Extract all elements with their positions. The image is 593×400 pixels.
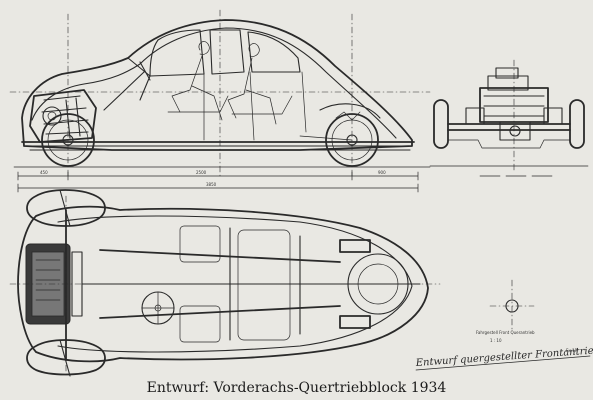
side-window-middle bbox=[209, 29, 245, 75]
front-wheels-plan bbox=[26, 189, 106, 377]
stamp-line-1: Fahrgestell Front Querantrieb bbox=[476, 330, 535, 335]
front-cross-member bbox=[447, 139, 571, 149]
side-window-rear bbox=[247, 31, 301, 73]
body-inner-line bbox=[31, 27, 397, 139]
driver-figure bbox=[171, 41, 223, 121]
steering-wheel-plan bbox=[141, 291, 175, 325]
body-side-outline bbox=[21, 19, 413, 151]
front-seat-right bbox=[179, 305, 221, 343]
front-seat-left bbox=[179, 225, 221, 263]
plan-view bbox=[9, 189, 441, 377]
rear-suspension bbox=[299, 111, 361, 141]
body-plan-outline bbox=[17, 205, 429, 363]
door-cut-lines bbox=[203, 71, 307, 141]
front-right-wheel-end bbox=[569, 99, 585, 149]
vertical-center-lines bbox=[67, 9, 353, 177]
body-plan-inner bbox=[57, 215, 413, 353]
dim-rear-label: 900 bbox=[378, 170, 386, 175]
dim-front-label: 450 bbox=[40, 170, 48, 175]
rear-wheels-plan bbox=[339, 239, 371, 329]
detail-circle bbox=[489, 279, 535, 333]
rear-bench bbox=[237, 229, 291, 341]
sheet-number: Ex 1R bbox=[566, 348, 578, 353]
rear-seat-figure bbox=[227, 43, 277, 125]
dim-overall-label: 3850 bbox=[206, 182, 217, 187]
dim-wheelbase-label: 2500 bbox=[196, 170, 207, 175]
stamp-line-2: 1 : 10 bbox=[490, 338, 502, 343]
front-left-wheel-end bbox=[433, 99, 449, 149]
note-underline bbox=[415, 355, 591, 371]
cross-members-plan bbox=[229, 227, 301, 341]
dimension-lines: 450 2500 900 3850 bbox=[17, 170, 419, 193]
engine-block-side bbox=[29, 89, 97, 143]
handwritten-title-note: Entwurf quergestellter Frontantriebs bbox=[414, 345, 593, 369]
front-axle bbox=[447, 123, 571, 131]
seat-cushions bbox=[167, 95, 293, 115]
technical-drawing: 450 2500 900 3850 bbox=[9, 9, 593, 377]
engine-plan bbox=[25, 243, 83, 325]
front-elevation-view bbox=[429, 59, 589, 177]
steering-column bbox=[103, 61, 151, 111]
side-elevation-view bbox=[9, 9, 431, 177]
caption: Entwurf: Vorderachs-Quertriebblock 1934 bbox=[146, 380, 447, 396]
